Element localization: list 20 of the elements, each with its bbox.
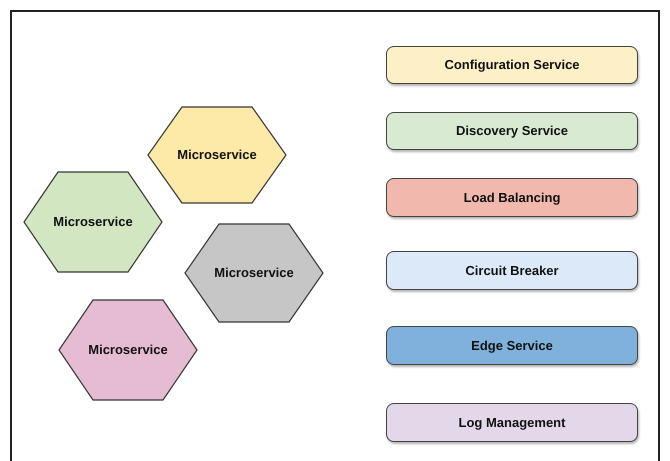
- hexagon: [58, 299, 198, 401]
- hexagon: [184, 223, 324, 323]
- node-label: Load Balancing: [464, 188, 560, 207]
- service-box: [386, 178, 638, 217]
- service-box: [386, 251, 638, 290]
- node-label: Log Management: [458, 414, 566, 432]
- node-label: Configuration Service: [444, 56, 580, 74]
- hexagon: [147, 106, 287, 204]
- node-label: Edge Service: [471, 336, 553, 355]
- service-box: [386, 112, 638, 150]
- node-label: Discovery Service: [456, 122, 568, 140]
- node-label: Microservice: [214, 264, 294, 282]
- node-label: Circuit Breaker: [465, 262, 559, 280]
- hexagon: [23, 171, 163, 273]
- service-box: [386, 403, 638, 442]
- node-label: Microservice: [177, 146, 257, 164]
- service-box: [386, 326, 638, 365]
- node-label: Microservice: [88, 341, 168, 360]
- node-label: Microservice: [53, 213, 133, 232]
- service-box: [386, 46, 638, 84]
